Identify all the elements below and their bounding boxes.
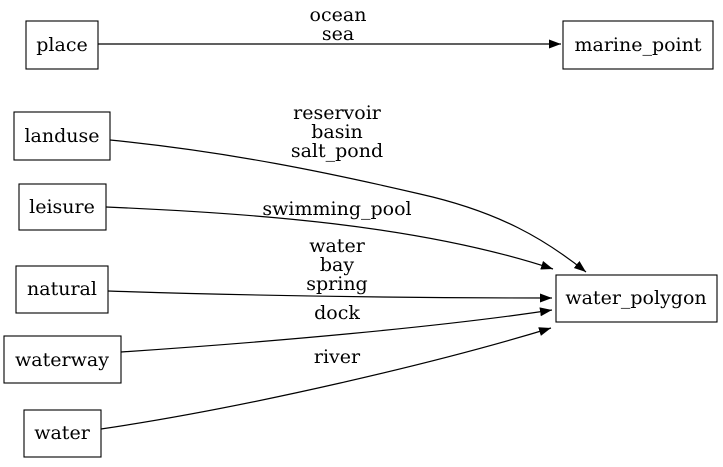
edge-label-basin: basin [311, 121, 363, 143]
edge-labels-layer: ocean sea reservoir basin salt_pond swim… [262, 4, 411, 368]
edge-natural-to-water-polygon [107, 290, 553, 303]
edge-label-river: river [314, 346, 361, 368]
node-leisure-label: leisure [29, 196, 95, 218]
node-landuse-box [13, 111, 111, 161]
node-water-polygon-label: water_polygon [565, 287, 706, 309]
edge-leisure-to-water-polygon [105, 206, 554, 270]
edge-label-salt-pond: salt_pond [291, 140, 383, 162]
node-place-box [25, 20, 99, 70]
node-marine-point-box [562, 20, 714, 70]
node-natural-label: natural [27, 278, 97, 300]
edge-label-water: water [309, 235, 365, 257]
node-leisure: leisure [18, 183, 107, 231]
node-place: place [25, 20, 99, 70]
node-waterway-label: waterway [15, 349, 109, 371]
node-waterway: waterway [3, 335, 122, 384]
edge-label-swimming-pool: swimming_pool [262, 198, 411, 220]
node-water: water [23, 409, 102, 458]
edge-landuse-to-water-polygon [109, 139, 587, 273]
node-marine-point: marine_point [562, 20, 714, 70]
node-marine-point-label: marine_point [574, 34, 701, 56]
node-water-label: water [34, 422, 90, 444]
edge-label-bay: bay [320, 254, 354, 276]
edge-label-dock: dock [314, 302, 360, 324]
edge-waterway-to-water-polygon [120, 307, 553, 353]
node-natural-box [15, 265, 109, 314]
edge-water-to-water-polygon [100, 327, 552, 430]
nodes-layer: place marine_point landuse leisure natur… [3, 20, 718, 458]
node-waterway-box [3, 335, 122, 384]
node-water-box [23, 409, 102, 458]
node-leisure-box [18, 183, 107, 231]
edge-label-reservoir: reservoir [293, 102, 382, 124]
edge-label-spring: spring [306, 273, 367, 295]
node-natural: natural [15, 265, 109, 314]
node-water-polygon-box [555, 274, 718, 323]
node-landuse-label: landuse [24, 125, 99, 147]
edge-label-ocean: ocean [310, 4, 367, 26]
node-landuse: landuse [13, 111, 111, 161]
node-water-polygon: water_polygon [555, 274, 718, 323]
edge-label-sea: sea [322, 23, 354, 45]
edges-layer [98, 39, 587, 430]
node-place-label: place [36, 34, 87, 56]
